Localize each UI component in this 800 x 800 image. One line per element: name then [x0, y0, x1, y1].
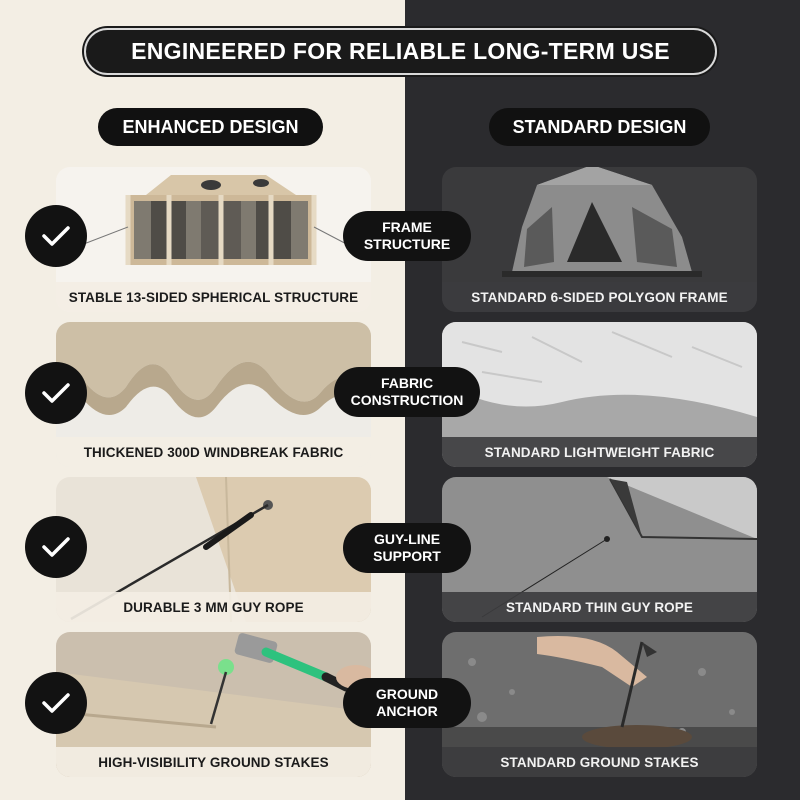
enhanced-design-heading: ENHANCED DESIGN [98, 108, 323, 146]
page-title: ENGINEERED FOR RELIABLE LONG-TERM USE [84, 28, 717, 75]
fabric-construction-label: FABRIC CONSTRUCTION [334, 367, 480, 417]
check-icon [42, 537, 70, 557]
standard-design-heading: STANDARD DESIGN [489, 108, 710, 146]
label-line: ANCHOR [376, 703, 438, 719]
check-badge [25, 672, 87, 734]
enhanced-stake-card: HIGH-VISIBILITY GROUND STAKES [56, 632, 371, 777]
label-line: CONSTRUCTION [350, 392, 464, 408]
label-line: FRAME [382, 219, 432, 235]
frame-structure-label: FRAME STRUCTURE [343, 211, 471, 261]
check-icon [42, 226, 70, 246]
ground-anchor-label: GROUND ANCHOR [343, 678, 471, 728]
enhanced-guyline-card: DURABLE 3 MM GUY ROPE [56, 477, 371, 622]
standard-stake-card: STANDARD GROUND STAKES [442, 632, 757, 777]
standard-guyline-card: STANDARD THIN GUY ROPE [442, 477, 757, 622]
guy-line-support-label: GUY-LINE SUPPORT [343, 523, 471, 573]
check-badge [25, 205, 87, 267]
check-badge [25, 516, 87, 578]
standard-frame-caption: STANDARD 6-SIDED POLYGON FRAME [442, 282, 757, 312]
enhanced-guyline-caption: DURABLE 3 MM GUY ROPE [56, 592, 371, 622]
standard-fabric-card: STANDARD LIGHTWEIGHT FABRIC [442, 322, 757, 467]
check-icon [42, 383, 70, 403]
label-line: STRUCTURE [363, 236, 451, 252]
label-line: SUPPORT [373, 548, 441, 564]
enhanced-fabric-caption: THICKENED 300D WINDBREAK FABRIC [56, 437, 371, 467]
check-badge [25, 362, 87, 424]
label-line: GUY-LINE [373, 531, 441, 547]
enhanced-stake-caption: HIGH-VISIBILITY GROUND STAKES [56, 747, 371, 777]
label-line: GROUND [375, 686, 439, 702]
enhanced-fabric-card: THICKENED 300D WINDBREAK FABRIC [56, 322, 371, 467]
standard-fabric-caption: STANDARD LIGHTWEIGHT FABRIC [442, 437, 757, 467]
enhanced-frame-caption: STABLE 13-SIDED SPHERICAL STRUCTURE [56, 282, 371, 312]
label-line: FABRIC [380, 375, 434, 391]
standard-frame-card: STANDARD 6-SIDED POLYGON FRAME [442, 167, 757, 312]
standard-guyline-caption: STANDARD THIN GUY ROPE [442, 592, 757, 622]
check-icon [42, 693, 70, 713]
standard-stake-caption: STANDARD GROUND STAKES [442, 747, 757, 777]
enhanced-frame-card: STABLE 13-SIDED SPHERICAL STRUCTURE [56, 167, 371, 312]
